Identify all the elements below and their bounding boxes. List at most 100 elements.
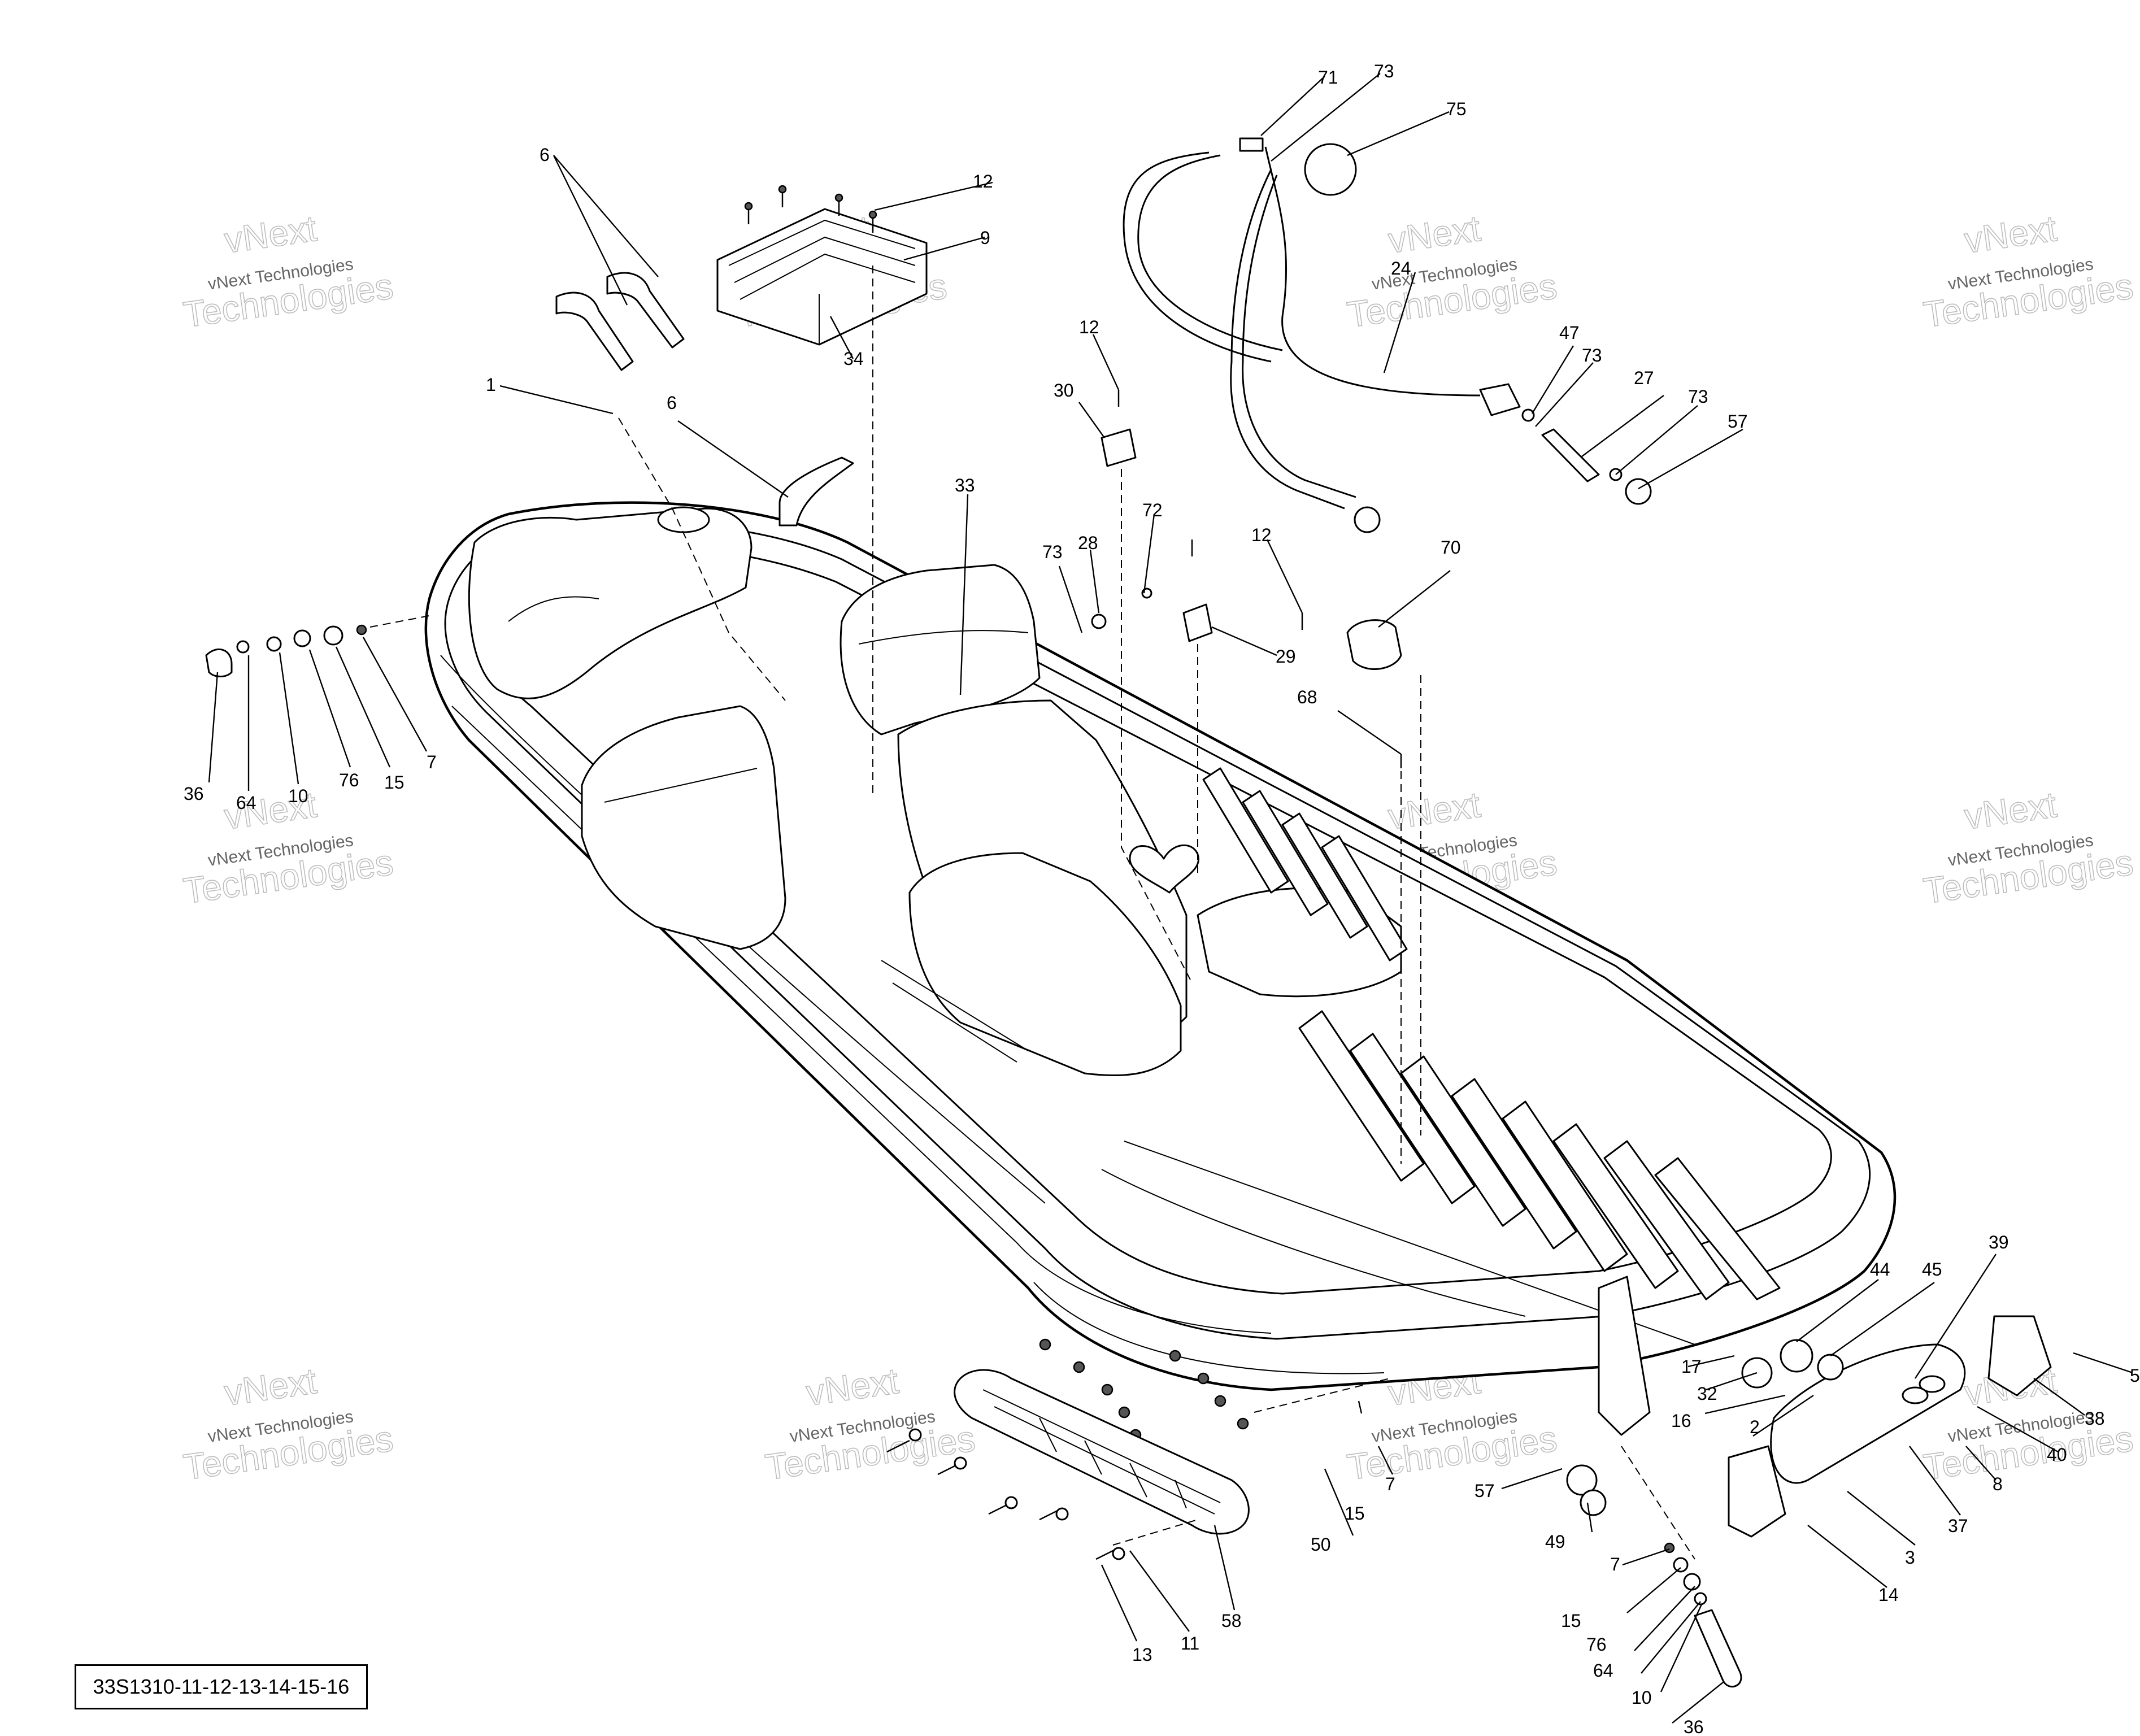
callout-10: 10 [288, 786, 308, 806]
alignment-lines [369, 266, 1695, 1560]
electrical-module-34 [716, 208, 928, 346]
callout-73: 73 [1374, 61, 1394, 81]
leader-lines [208, 73, 2133, 1724]
callout-9: 9 [980, 228, 990, 248]
callout-16: 16 [1671, 1411, 1691, 1431]
callout-64: 64 [236, 793, 256, 813]
watermark-line1: vNext [222, 208, 319, 261]
console-vents [881, 960, 1029, 1063]
cap-57a [1625, 478, 1652, 505]
callout-13: 13 [1132, 1644, 1152, 1665]
front-seat [581, 705, 786, 950]
callout-36: 36 [1684, 1717, 1704, 1736]
hull-chine-line [451, 706, 1272, 1334]
wiring-harness-24 [1123, 137, 1521, 533]
callout-17: 17 [1681, 1356, 1702, 1377]
connector-70 [1346, 619, 1402, 670]
callout-7: 7 [1610, 1554, 1620, 1574]
callout-15: 15 [1345, 1503, 1365, 1524]
connector-71 [1239, 137, 1264, 152]
callout-45: 45 [1922, 1259, 1942, 1280]
callout-labels: 71 73 75 6 12 9 24 34 47 73 27 73 57 12 … [184, 61, 2140, 1736]
u-bolt-36a [205, 648, 233, 677]
deck-rim [444, 520, 1871, 1340]
callout-70: 70 [1441, 537, 1461, 558]
callout-76: 76 [339, 770, 359, 790]
front-hardware-stack [205, 624, 367, 677]
callout-72: 72 [1142, 500, 1163, 520]
callout-49: 49 [1545, 1531, 1565, 1552]
callout-50: 50 [1311, 1534, 1331, 1555]
nut-28 [1091, 614, 1107, 629]
callout-7: 7 [1385, 1474, 1395, 1494]
drawing-number: 33S1310-11-12-13-14-15-16 [93, 1675, 350, 1698]
callout-3: 3 [1905, 1547, 1915, 1568]
callout-10: 10 [1632, 1687, 1652, 1708]
watermark-line1: vNext [1962, 208, 2059, 261]
callout-73: 73 [1582, 345, 1602, 366]
hull-bottom-line [1033, 1282, 1385, 1374]
callout-34: 34 [843, 349, 864, 369]
callout-27: 27 [1634, 368, 1654, 388]
callout-8: 8 [1993, 1474, 2003, 1494]
filler-cap [657, 506, 710, 533]
cable-loop-75 [1304, 143, 1357, 196]
heart-logo [1129, 844, 1200, 894]
callout-36: 36 [184, 784, 204, 804]
callout-68: 68 [1297, 687, 1317, 707]
callout-6: 6 [540, 145, 550, 165]
callout-12: 12 [1251, 525, 1272, 545]
callout-32: 32 [1697, 1383, 1717, 1404]
callout-64: 64 [1593, 1660, 1613, 1681]
clip-72 [1141, 588, 1152, 599]
callout-2: 2 [1750, 1417, 1760, 1437]
handles-6 [555, 272, 854, 527]
callout-33: 33 [955, 475, 975, 495]
callout-71: 71 [1318, 67, 1338, 88]
callout-7: 7 [427, 752, 437, 772]
callout-73: 73 [1688, 386, 1708, 407]
callout-30: 30 [1054, 380, 1074, 401]
bolts-12 [1117, 390, 1303, 630]
callout-57: 57 [1728, 411, 1748, 432]
tube-27 [1521, 408, 1652, 505]
callout-1: 1 [486, 375, 496, 395]
rear-bumper-assembly [1566, 1276, 2052, 1538]
drawing-number-box: 33S1310-11-12-13-14-15-16 [75, 1664, 368, 1709]
callout-75: 75 [1446, 99, 1467, 119]
sponson-fasteners [886, 1428, 1125, 1560]
callout-44: 44 [1870, 1259, 1890, 1280]
front-seat-seam [604, 768, 758, 803]
callout-47: 47 [1559, 323, 1580, 343]
callout-15: 15 [1561, 1611, 1581, 1631]
callout-12: 12 [973, 171, 993, 192]
watermark-line1: vNext [1386, 784, 1483, 837]
callout-58: 58 [1221, 1611, 1242, 1631]
rear-hardware-stack [1664, 1542, 1742, 1688]
deck-ribs [1202, 767, 1781, 1300]
callout-14: 14 [1878, 1585, 1899, 1605]
sponson-58 [954, 1369, 1250, 1535]
footwell-floor [1101, 1169, 1526, 1317]
callout-57: 57 [1474, 1481, 1495, 1501]
callout-40: 40 [2047, 1445, 2067, 1465]
callout-6: 6 [667, 393, 677, 413]
callout-37: 37 [1948, 1516, 1968, 1536]
callout-73: 73 [1042, 542, 1063, 562]
callout-12: 12 [1079, 317, 1099, 337]
backrest-seam [858, 630, 1029, 645]
callout-29: 29 [1276, 646, 1296, 667]
front-storage-bin [468, 507, 753, 699]
rear-seat-backrest [840, 564, 1041, 736]
hull-assembly [424, 501, 1897, 1492]
callout-11: 11 [1181, 1633, 1199, 1654]
callout-39: 39 [1989, 1232, 2009, 1252]
bolts-12a [744, 185, 877, 233]
